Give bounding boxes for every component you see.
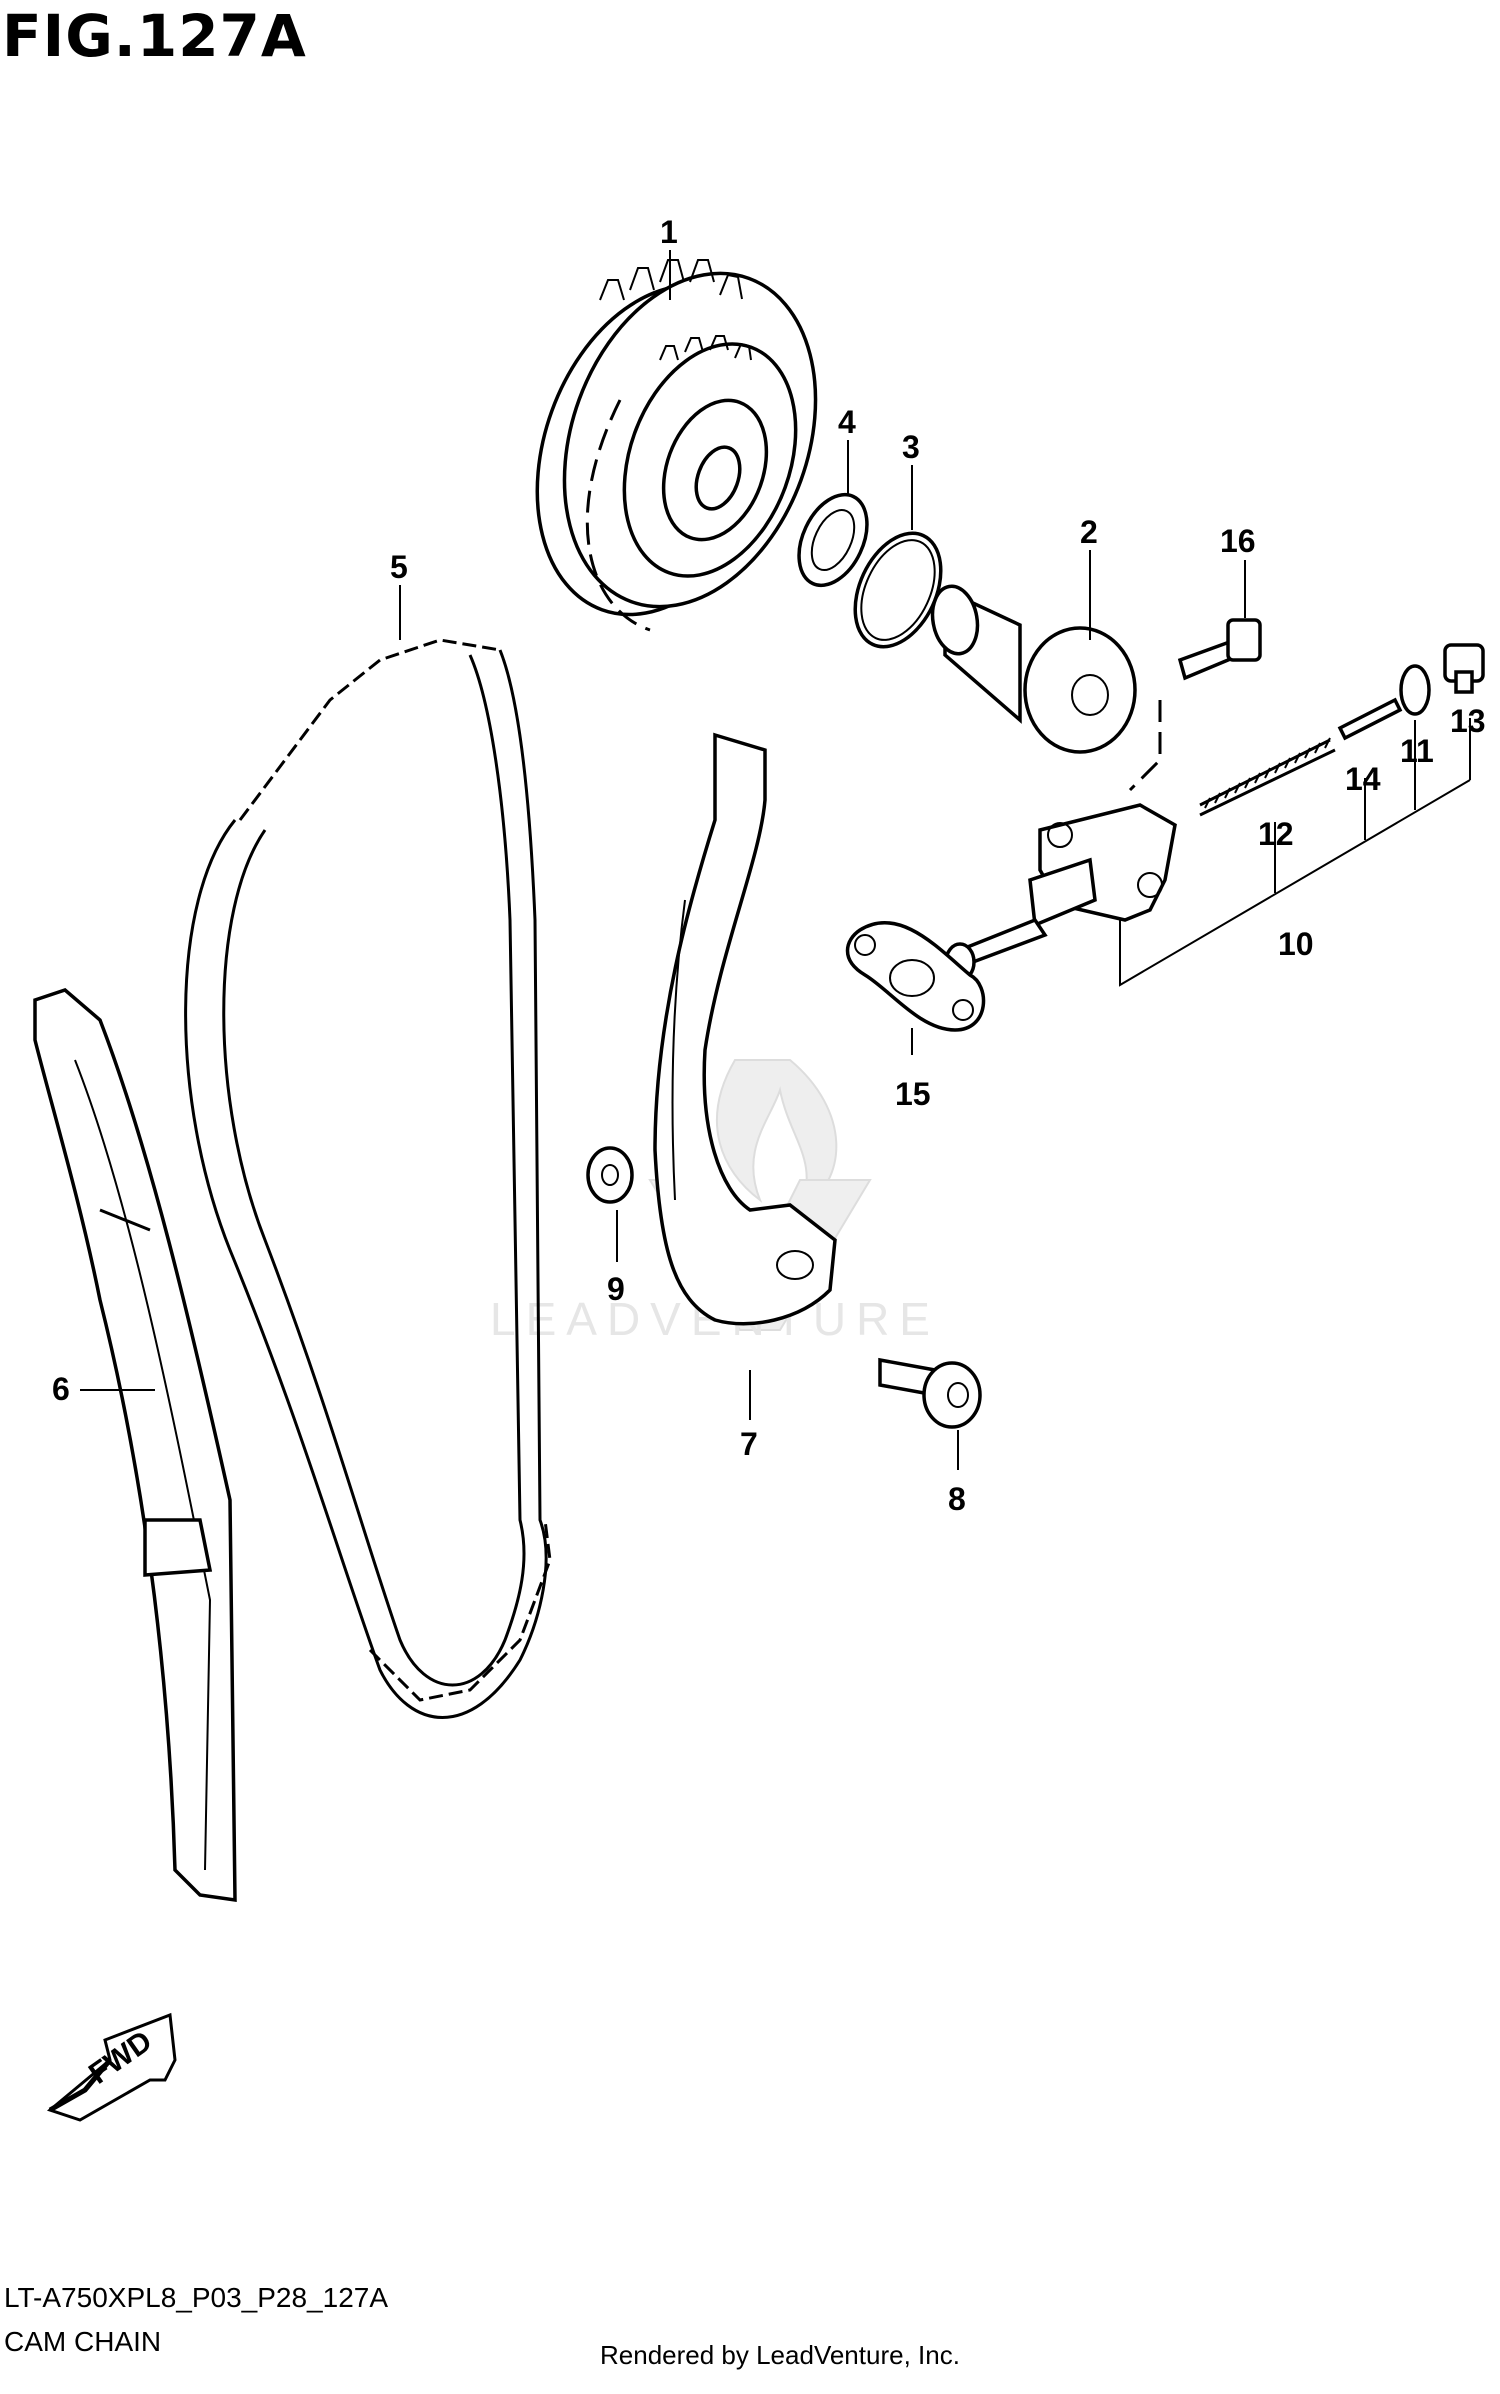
callout-1: 1 [660, 214, 678, 300]
part-16-bolt [1177, 618, 1262, 681]
callout-label-6: 6 [52, 1371, 70, 1407]
callout-label-2: 2 [1080, 514, 1098, 550]
callout-label-1: 1 [660, 214, 678, 250]
part-15-gasket [845, 921, 986, 1032]
part-9-washer [586, 1146, 634, 1204]
callout-label-4: 4 [838, 404, 856, 440]
callout-7: 7 [740, 1370, 758, 1462]
callout-label-5: 5 [390, 549, 408, 585]
part-8-bolt [878, 1357, 982, 1429]
callout-2: 2 [1080, 514, 1098, 640]
part-14-rod [1337, 697, 1403, 741]
figure-title: FIG.127A [2, 2, 307, 70]
part-11-gasket [1399, 664, 1431, 716]
callout-label-9: 9 [607, 1271, 625, 1307]
part-7-tensioner-arm [653, 732, 837, 1326]
model-code: LT-A750XPL8_P03_P28_127A [4, 2282, 389, 2313]
callout-16: 16 [1220, 523, 1256, 618]
forward-arrow-icon: FWD [46, 2012, 177, 2122]
callout-label-14: 14 [1345, 761, 1381, 797]
callout-label-16: 16 [1220, 523, 1256, 559]
callout-label-7: 7 [740, 1426, 758, 1462]
part-10-tensioner [944, 700, 1177, 982]
callout-label-12: 12 [1258, 816, 1294, 852]
callout-6: 6 [52, 1371, 155, 1407]
callout-9: 9 [607, 1210, 625, 1307]
callout-label-11: 11 [1400, 733, 1434, 769]
callout-3: 3 [902, 429, 920, 530]
part-1-cam-sprocket [535, 259, 818, 632]
callout-10: 10 [1119, 718, 1471, 987]
part-12-spring [1199, 738, 1336, 817]
callout-8: 8 [948, 1430, 966, 1517]
part-2-shaft [930, 584, 1137, 754]
callout-label-15: 15 [895, 1076, 931, 1112]
part-5-cam-chain [184, 638, 552, 1719]
callout-5: 5 [390, 549, 408, 640]
section-name: CAM CHAIN [4, 2326, 162, 2357]
part-13-cap-bolt [1443, 643, 1485, 694]
callout-15: 15 [895, 1028, 931, 1112]
callout-label-13: 13 [1450, 703, 1486, 739]
callout-label-8: 8 [948, 1481, 966, 1517]
part-6-chain-guide [33, 988, 237, 1903]
callout-label-3: 3 [902, 429, 920, 465]
part-4-washer [797, 492, 869, 588]
render-credit: Rendered by LeadVenture, Inc. [600, 2340, 960, 2370]
callout-label-10: 10 [1278, 926, 1314, 962]
callout-4: 4 [838, 404, 856, 495]
